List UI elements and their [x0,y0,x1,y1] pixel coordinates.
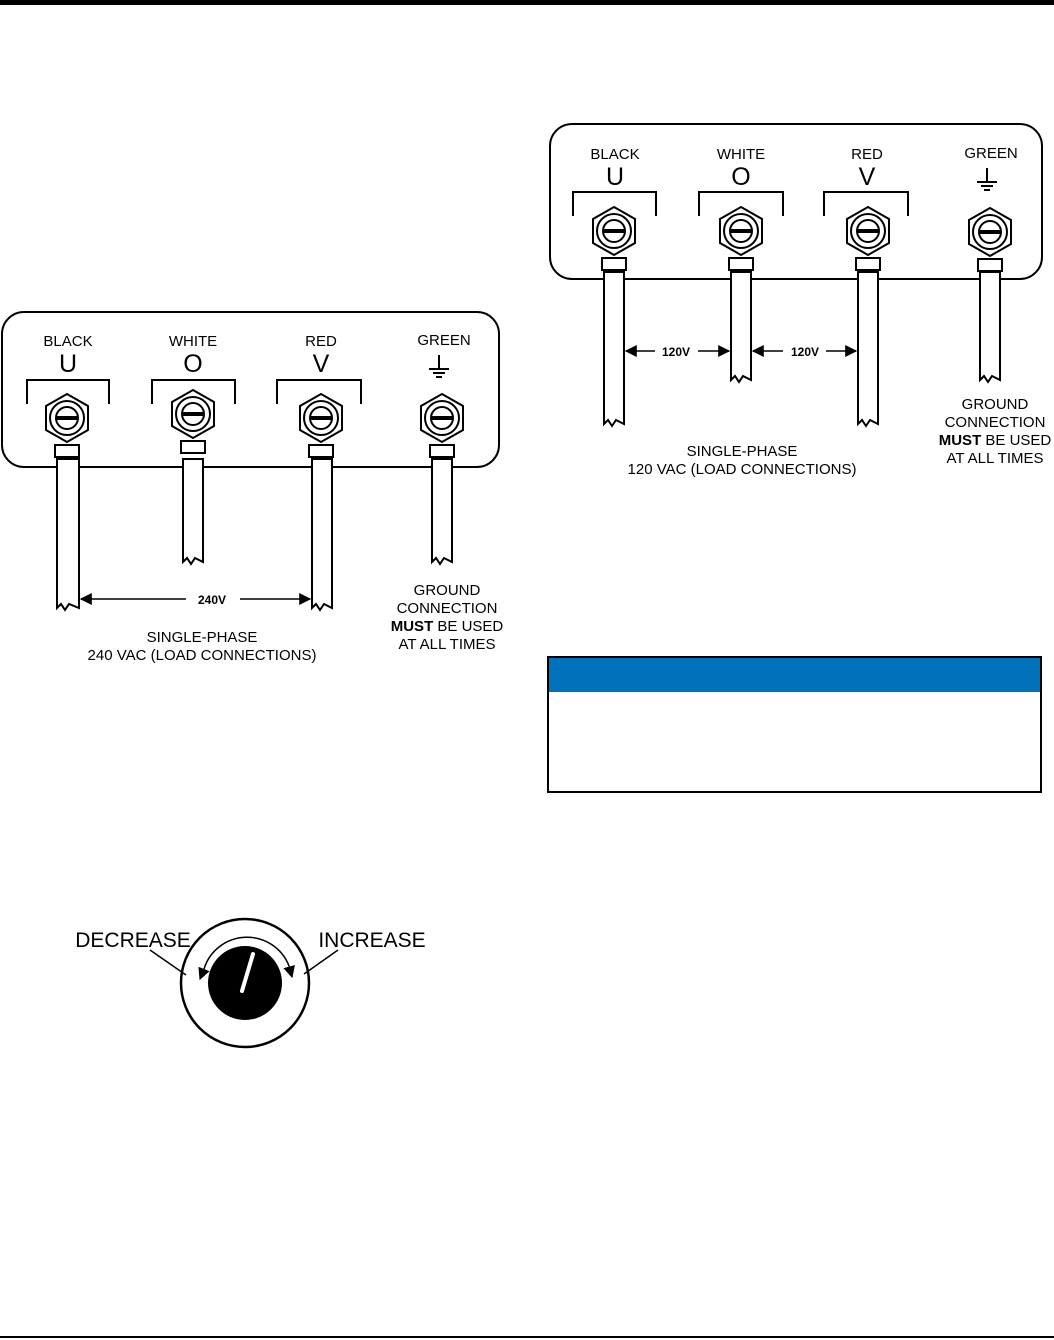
voltage-label-240: 240V [198,593,226,607]
decrease-leader [149,949,187,976]
label-green-240: GREEN [417,332,470,349]
bracket-v-240 [276,379,362,404]
wire-white-120 [730,271,752,384]
wire-red-120 [857,271,879,428]
ground-note-240-line3: MUST BE USED [391,618,504,635]
label-white-120: WHITE [717,146,765,163]
notice-header [549,658,1040,692]
symbol-u-120: U [606,163,624,191]
ground-note-120-line1: GROUND [962,396,1029,413]
increase-leader [303,949,339,975]
label-black-120: BLACK [590,146,639,163]
label-red-240: RED [305,333,337,350]
bottom-rule [0,1336,1054,1338]
symbol-v-120: V [859,163,876,191]
voltage-label-120-left: 120V [662,345,690,359]
knob-arc [203,936,290,970]
temperature-knob: DECREASE INCREASE [75,917,426,1049]
terminal-block-240 [1,311,500,468]
bracket-o-240 [151,379,236,404]
label-red-120: RED [851,146,883,163]
ground-note-240-line4: AT ALL TIMES [399,636,496,653]
ground-note-120-line2: CONNECTION [945,414,1046,431]
bracket-u-240 [26,379,110,404]
symbol-v-240: V [313,350,330,378]
ground-note-120-line4: AT ALL TIMES [947,450,1044,467]
bracket-v-120 [823,191,909,216]
label-green-120: GREEN [964,145,1017,162]
bracket-o-120 [698,191,784,216]
terminal-block-120 [549,123,1043,280]
ground-note-120-line3: MUST BE USED [939,432,1052,449]
top-rule [0,0,1054,5]
diagram-120vac: BLACK U WHITE O RED V GREEN 120V 120V SI… [549,123,1052,478]
voltage-label-120-right: 120V [791,345,819,359]
knob-pointer [240,952,255,993]
ground-note-240-line2: CONNECTION [397,600,498,617]
wire-black-240 [56,458,80,612]
diagram-240vac: BLACK U WHITE O RED V GREEN 240V SINGLE-… [1,311,504,664]
wire-red-240 [311,458,333,612]
notice-box [547,656,1042,793]
increase-label: INCREASE [318,929,425,952]
symbol-o-120: O [731,163,750,191]
bracket-u-120 [572,191,657,216]
decrease-label: DECREASE [75,929,191,952]
ground-note-240-line1: GROUND [414,582,481,599]
symbol-o-240: O [183,350,202,378]
label-white-240: WHITE [169,333,217,350]
caption-120-line2: 120 VAC (LOAD CONNECTIONS) [628,461,857,478]
wire-black-120 [603,271,625,428]
symbol-u-240: U [59,350,77,378]
wire-green-120 [979,271,1001,384]
caption-240-line2: 240 VAC (LOAD CONNECTIONS) [88,647,317,664]
increase-arrow-icon [283,965,295,979]
caption-120-line1: SINGLE-PHASE [687,443,798,460]
wire-white-240 [182,458,204,566]
decrease-arrow-icon [198,966,210,981]
label-black-240: BLACK [43,333,92,350]
caption-240-line1: SINGLE-PHASE [147,629,258,646]
wire-green-240 [431,458,453,566]
